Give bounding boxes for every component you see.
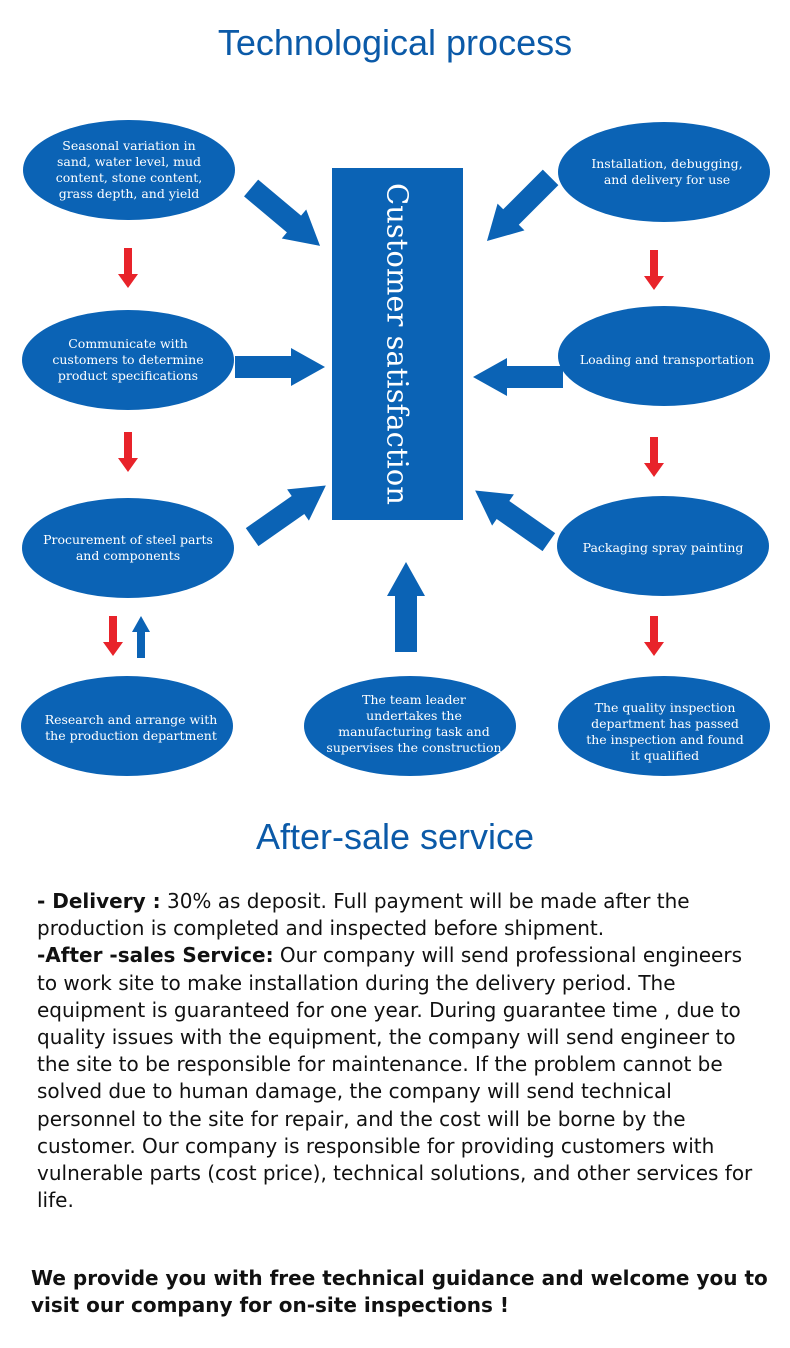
node-seasonal-shape <box>23 120 235 220</box>
center-box <box>332 168 463 520</box>
arrow-installation-to-center <box>473 163 565 255</box>
node-packaging: Packaging spray painting <box>582 540 744 555</box>
node-team-leader-shape <box>304 676 516 776</box>
arrow-installation-to-loading <box>644 250 664 290</box>
node-seasonal: Seasonal variation in sand, water level,… <box>55 138 203 201</box>
process-diagram <box>21 120 770 776</box>
arrow-communicate-to-center <box>235 348 325 386</box>
arrow-procurement-to-research <box>103 616 123 656</box>
delivery-label: - Delivery : <box>37 889 161 913</box>
delivery-text: 30% as deposit. Full payment will be mad… <box>37 889 690 941</box>
node-packaging-shape <box>557 496 769 596</box>
node-quality-shape <box>558 676 770 776</box>
after-sale-title: After-sale service <box>255 816 535 857</box>
arrow-loading-to-center <box>473 358 563 396</box>
node-quality: The quality inspection department has pa… <box>586 700 744 763</box>
node-installation-shape <box>558 122 770 222</box>
node-installation: Installation, debugging, and delivery fo… <box>591 156 743 187</box>
after-sales-paragraph: -After -sales Service: Our company will … <box>37 942 757 1214</box>
node-research-shape <box>21 676 233 776</box>
after-sales-text: Our company will send professional engin… <box>37 943 753 1213</box>
node-procurement-shape <box>22 498 234 598</box>
after-sales-label: -After -sales Service: <box>37 943 274 968</box>
arrow-seasonal-to-center <box>238 173 333 261</box>
node-loading-shape <box>558 306 770 406</box>
node-procurement: Procurement of steel parts and component… <box>43 532 213 563</box>
node-team-leader: The team leader undertakes the manufactu… <box>326 692 502 755</box>
footer-text: We provide you with free technical guida… <box>31 1266 768 1317</box>
node-communicate: Communicate with customers to determine … <box>52 336 204 383</box>
service-text: - Delivery : 30% as deposit. Full paymen… <box>37 888 757 1214</box>
arrow-procurement-to-center <box>241 469 337 553</box>
arrow-research-to-procurement <box>132 616 150 658</box>
node-loading: Loading and transportation <box>579 352 755 367</box>
node-research: Research and arrange with the production… <box>44 712 218 743</box>
node-communicate-shape <box>22 310 234 410</box>
arrow-packaging-to-center <box>464 474 560 558</box>
arrow-team-leader-to-center <box>387 562 425 652</box>
arrow-seasonal-to-communicate <box>118 248 138 288</box>
delivery-paragraph: - Delivery : 30% as deposit. Full paymen… <box>37 888 757 942</box>
arrow-communicate-to-procurement <box>118 432 138 472</box>
arrow-loading-to-packaging <box>644 437 664 477</box>
center-label-text: Customer satisfaction <box>380 183 415 505</box>
center-label: Customer satisfaction <box>332 168 463 520</box>
process-title: Technological process <box>217 22 573 63</box>
arrow-packaging-to-quality <box>644 616 664 656</box>
